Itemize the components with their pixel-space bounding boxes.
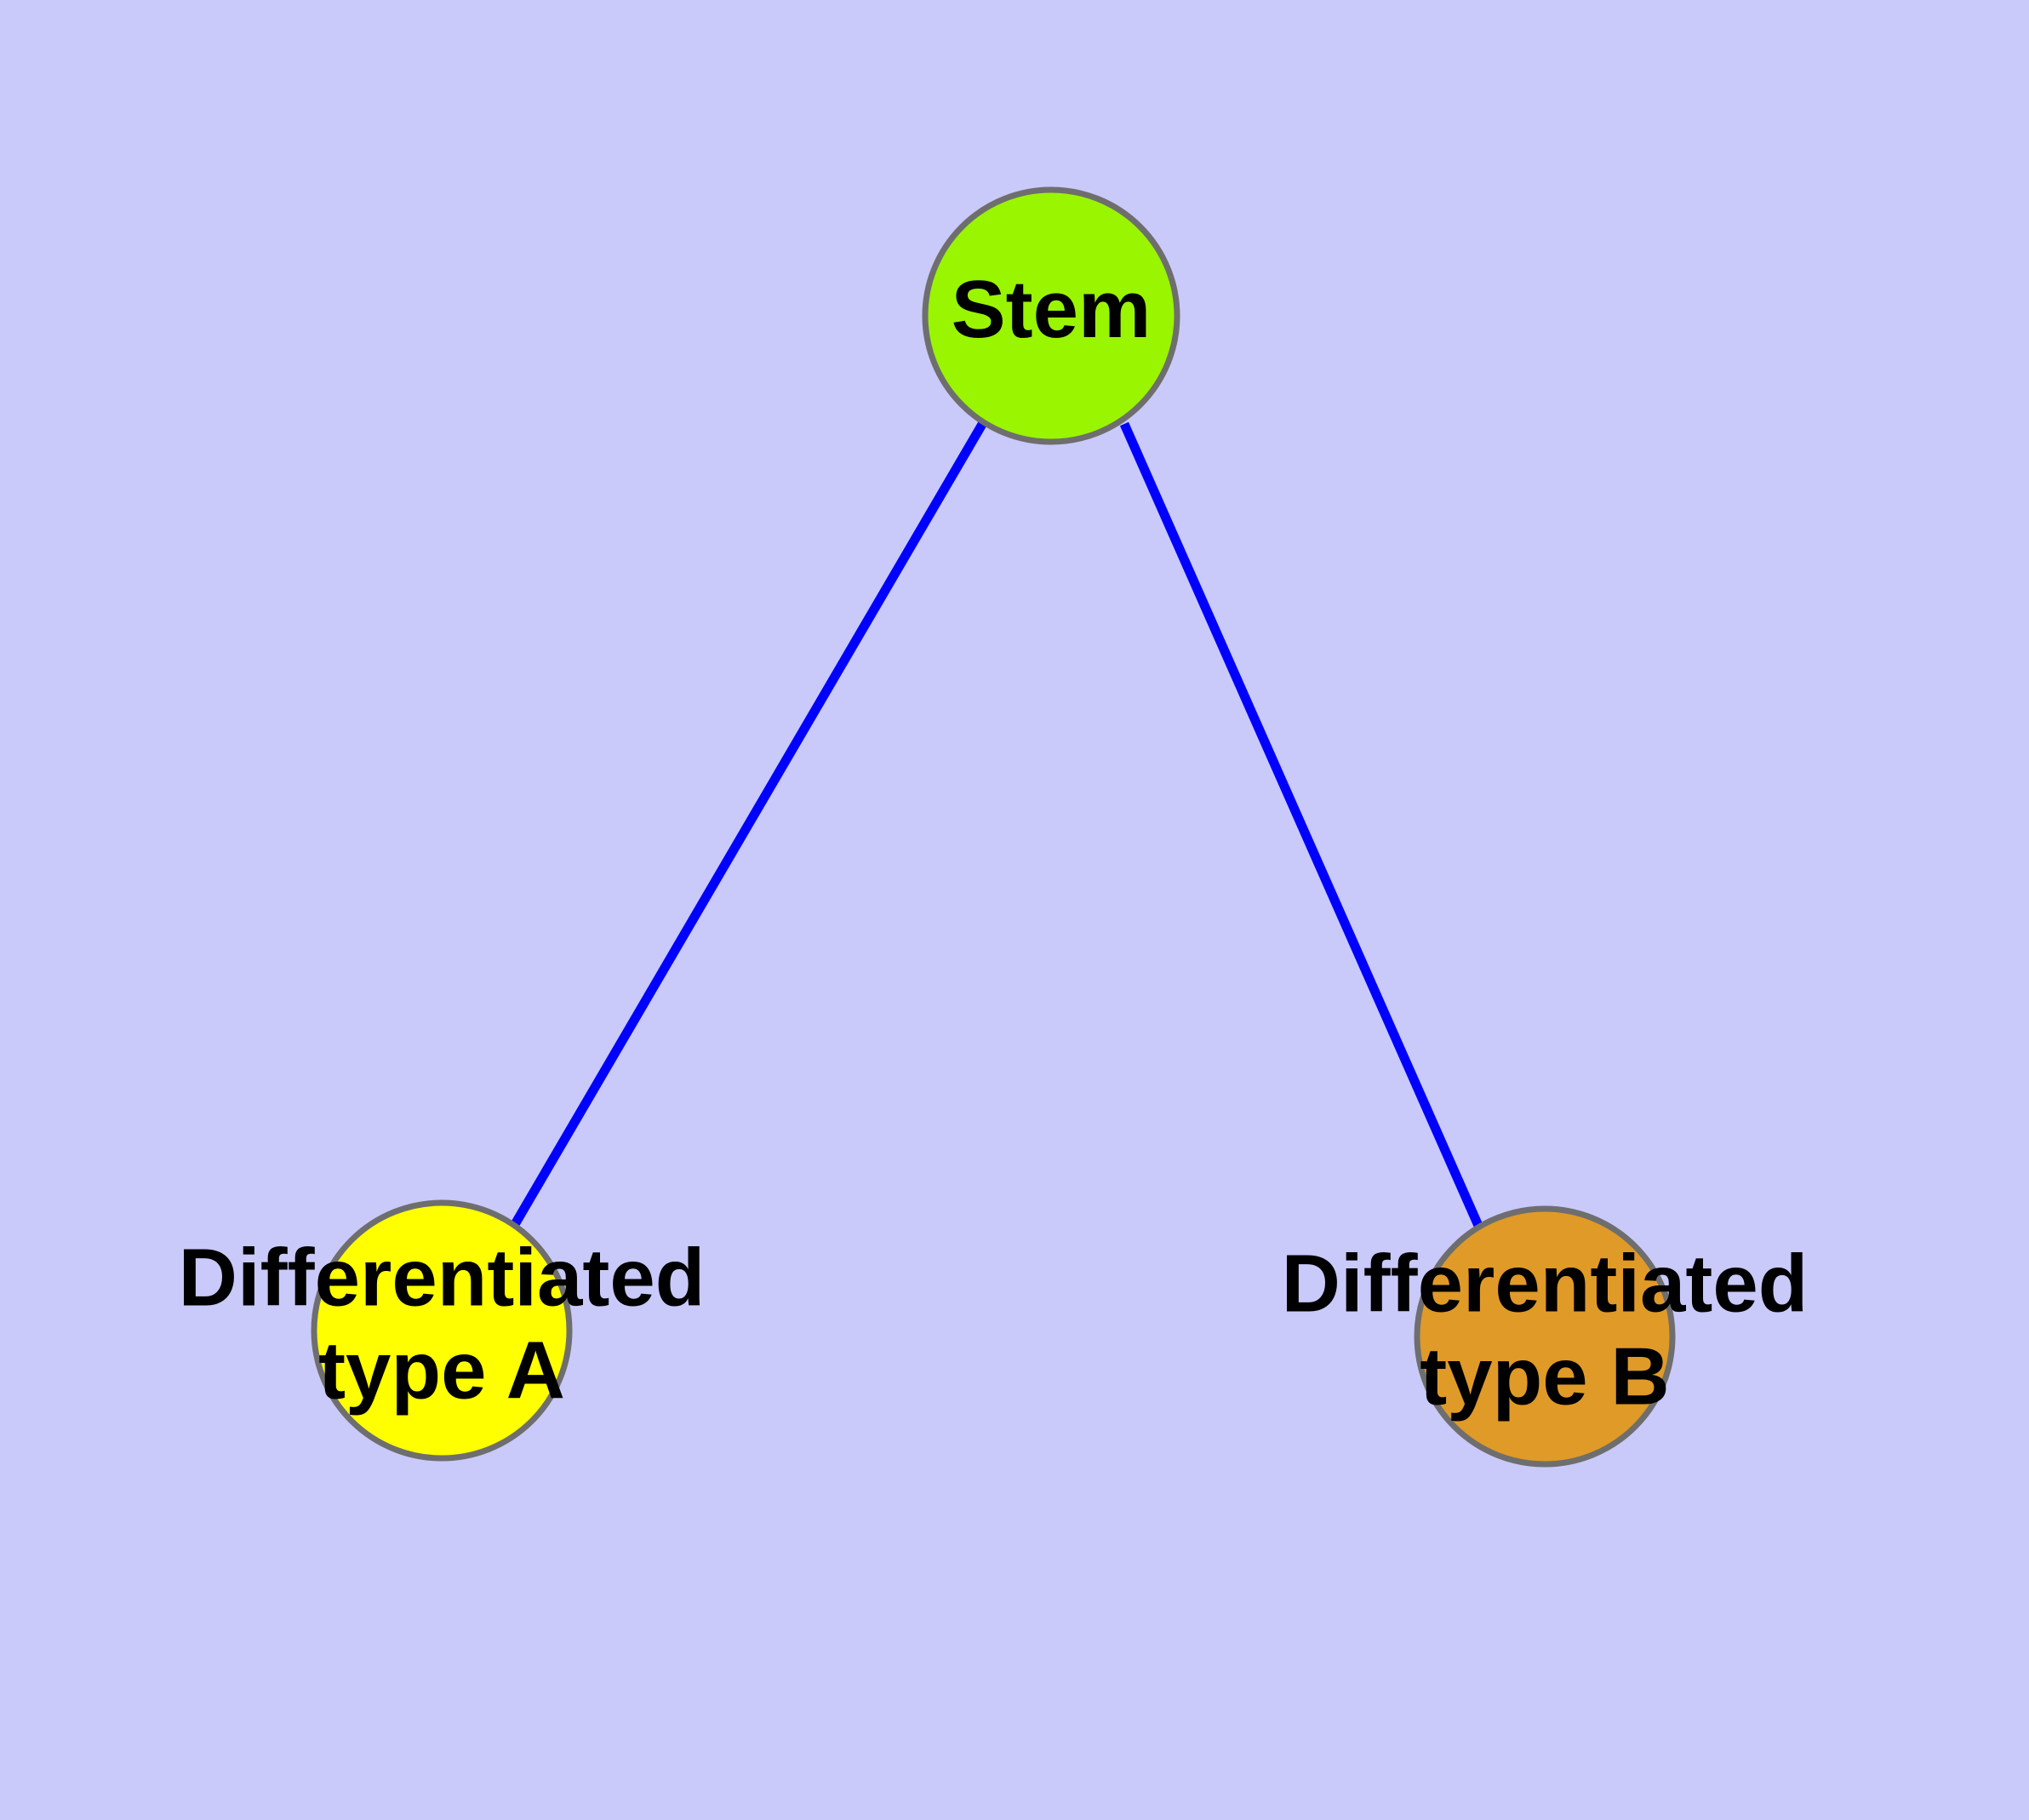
node-label-line: type A: [318, 1325, 565, 1417]
edge-stem-to-diff-b[interactable]: [1119, 421, 1484, 1230]
edge-layer: [510, 419, 1484, 1230]
edge-stem-to-diff-a[interactable]: [510, 419, 988, 1228]
node-diff-a-circle[interactable]: [311, 1199, 573, 1462]
node-label-line: type B: [1420, 1331, 1669, 1422]
node-label-line: Differentiated: [179, 1233, 706, 1324]
node-stem-circle[interactable]: [922, 186, 1180, 445]
node-stem-label: Stem: [952, 264, 1152, 355]
node-diff-b-circle[interactable]: [1414, 1205, 1676, 1468]
node-label-line: Differentiated: [1282, 1239, 1809, 1330]
node-stem[interactable]: Stem: [922, 186, 1180, 445]
node-label-line: Stem: [952, 264, 1152, 355]
